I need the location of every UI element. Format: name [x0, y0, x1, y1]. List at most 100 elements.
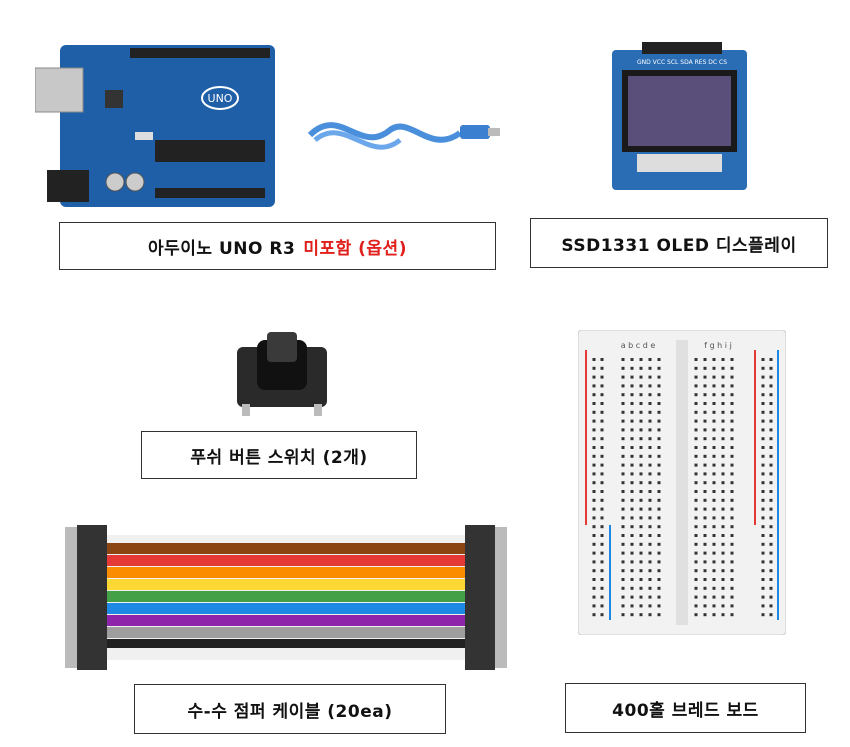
- breadboard-hole: [600, 613, 604, 617]
- breadboard-hole: [721, 384, 725, 388]
- breadboard-hole: [657, 595, 661, 599]
- arduino-label-text: 아두이노 UNO R3: [148, 238, 296, 259]
- breadboard-hole: [730, 507, 734, 511]
- breadboard-hole: [721, 586, 725, 590]
- breadboard-hole: [761, 402, 765, 405]
- breadboard-hole: [694, 446, 698, 449]
- arduino-uno-image: UNO: [35, 45, 275, 207]
- breadboard-hole: [694, 507, 698, 511]
- oled-label: SSD1331 OLED 디스플레이: [530, 218, 828, 268]
- breadboard-hole: [730, 481, 734, 485]
- breadboard-hole: [592, 393, 596, 397]
- breadboard-hole: [712, 578, 716, 581]
- breadboard-hole: [730, 613, 734, 617]
- breadboard-hole: [721, 595, 725, 599]
- breadboard-hole: [730, 516, 734, 520]
- breadboard-hole: [721, 463, 725, 467]
- breadboard-hole: [657, 463, 661, 467]
- breadboard-hole: [657, 507, 661, 511]
- breadboard-hole: [600, 402, 604, 405]
- breadboard-hole: [703, 604, 707, 608]
- breadboard-hole: [721, 437, 725, 441]
- breadboard-hole: [769, 560, 773, 564]
- breadboard-hole: [657, 446, 661, 449]
- breadboard-hole: [769, 525, 773, 529]
- breadboard-hole: [761, 384, 765, 388]
- breadboard-label-text: 400홀 브레드 보드: [612, 700, 759, 721]
- breadboard-hole: [592, 358, 596, 361]
- oled-header-text: GND VCC SCL SDA RES DC CS: [637, 59, 727, 66]
- breadboard-hole: [592, 375, 596, 379]
- breadboard-hole: [657, 402, 661, 405]
- breadboard-hole: [630, 569, 634, 573]
- breadboard-hole: [703, 410, 707, 414]
- breadboard-hole: [648, 402, 652, 405]
- breadboard-hole: [648, 595, 652, 599]
- breadboard-hole: [648, 507, 652, 511]
- uno-logo-text: UNO: [208, 92, 233, 105]
- breadboard-hole: [730, 472, 734, 476]
- breadboard-hole: [712, 481, 716, 485]
- breadboard-hole: [712, 595, 716, 599]
- breadboard-hole: [769, 419, 773, 423]
- breadboard-hole: [639, 613, 643, 617]
- breadboard-hole: [600, 569, 604, 573]
- breadboard-hole: [630, 498, 634, 502]
- breadboard-hole: [592, 595, 596, 599]
- breadboard-hole: [630, 393, 634, 397]
- breadboard-hole: [721, 366, 725, 370]
- breadboard-hole: [694, 463, 698, 467]
- breadboard-hole: [600, 560, 604, 564]
- breadboard-hole: [769, 490, 773, 493]
- breadboard-hole: [592, 428, 596, 432]
- breadboard-hole: [592, 560, 596, 564]
- breadboard-hole: [712, 472, 716, 476]
- breadboard-hole: [712, 428, 716, 432]
- breadboard-hole: [761, 428, 765, 432]
- breadboard-hole: [657, 358, 661, 361]
- breadboard-hole: [712, 498, 716, 502]
- breadboard-hole: [621, 402, 625, 405]
- breadboard-hole: [694, 516, 698, 520]
- breadboard-hole: [730, 551, 734, 555]
- breadboard-hole: [730, 402, 734, 405]
- breadboard-hole: [621, 498, 625, 502]
- breadboard-hole: [712, 358, 716, 361]
- breadboard-hole: [769, 384, 773, 388]
- breadboard-cols-right: f g h i j: [704, 341, 732, 350]
- breadboard-hole: [761, 560, 765, 564]
- oled-label-text: SSD1331 OLED 디스플레이: [561, 235, 797, 256]
- breadboard-hole: [712, 516, 716, 520]
- breadboard-hole: [630, 578, 634, 581]
- breadboard-hole: [761, 613, 765, 617]
- breadboard-hole: [769, 551, 773, 555]
- breadboard-hole: [639, 454, 643, 458]
- breadboard-hole: [592, 569, 596, 573]
- breadboard-hole: [621, 463, 625, 467]
- breadboard-hole: [721, 498, 725, 502]
- breadboard-hole: [600, 516, 604, 520]
- breadboard-hole: [769, 595, 773, 599]
- breadboard-hole: [648, 393, 652, 397]
- breadboard-hole: [712, 569, 716, 573]
- breadboard-hole: [761, 410, 765, 414]
- breadboard-hole: [592, 578, 596, 581]
- arduino-label-note: 미포함 (옵션): [303, 238, 407, 259]
- breadboard-hole: [639, 560, 643, 564]
- breadboard-hole: [712, 534, 716, 537]
- breadboard-hole: [621, 481, 625, 485]
- breadboard-hole: [703, 551, 707, 555]
- breadboard-hole: [730, 384, 734, 388]
- breadboard-hole: [592, 410, 596, 414]
- breadboard-hole: [630, 595, 634, 599]
- breadboard-hole: [639, 604, 643, 608]
- breadboard-hole: [657, 481, 661, 485]
- breadboard-hole: [703, 534, 707, 537]
- breadboard-hole: [621, 613, 625, 617]
- breadboard-hole: [703, 358, 707, 361]
- breadboard-hole: [648, 446, 652, 449]
- breadboard-hole: [761, 498, 765, 502]
- breadboard-cols-left: a b c d e: [621, 341, 656, 350]
- breadboard-hole: [657, 560, 661, 564]
- breadboard-hole: [621, 604, 625, 608]
